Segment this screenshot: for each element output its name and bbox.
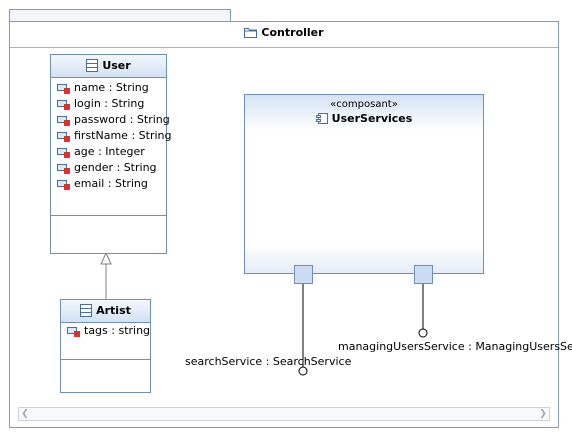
class-icon [86,58,99,80]
component-stereotype: «composant» [330,99,398,110]
managing-service-port[interactable] [414,265,433,284]
attribute-icon [57,131,70,147]
attribute-icon [57,115,70,131]
user-operations-separator [51,215,166,216]
user-class[interactable]: User name : String login : String passwo… [50,54,171,254]
attribute-icon [57,179,70,195]
artist-attribute-list: tags : string [61,323,150,339]
component-name: UserServices [331,112,413,125]
user-attribute[interactable]: email : String [51,176,166,192]
attribute-icon [57,147,70,163]
horizontal-scrollbar[interactable]: ❮ ❯ [18,407,550,421]
user-attribute[interactable]: name : String [51,80,166,96]
user-attribute[interactable]: age : Integer [51,144,166,160]
artist-class-header: Artist [61,300,150,323]
component-icon [315,113,328,127]
user-attribute[interactable]: password : String [51,112,170,131]
folder-icon [244,27,258,41]
component-title: UserServices [245,112,483,127]
userservices-component[interactable]: «composant» UserServices [244,94,484,274]
frame-tab [9,9,231,22]
artist-class-name: Artist [96,304,131,317]
attribute-icon [67,326,80,342]
generalization-arrowhead-icon [100,251,112,265]
scroll-right-icon[interactable]: ❯ [539,409,547,419]
user-class-name: User [102,59,131,72]
managing-service-interface-icon [418,328,428,338]
artist-class[interactable]: Artist tags : string [60,299,151,393]
search-service-interface-icon [298,366,308,376]
search-service-port[interactable] [294,265,313,284]
managing-service-label: managingUsersService : ManagingUsersServ [338,340,572,353]
frame-separator [10,47,558,48]
user-attribute[interactable]: gender : String [51,160,166,176]
artist-attribute[interactable]: tags : string [61,323,150,339]
user-class-header: User [51,55,166,78]
search-service-label: searchService : SearchService [185,355,352,368]
artist-operations-separator [61,359,150,360]
user-attribute-list: name : String login : String password : … [51,78,171,192]
class-icon [80,303,93,325]
scroll-left-icon[interactable]: ❮ [21,409,29,419]
user-attribute[interactable]: firstName : String [51,128,171,147]
attribute-icon [57,99,70,115]
frame-title-text: Controller [261,26,324,39]
attribute-icon [57,83,70,99]
frame-title: Controller [10,26,558,41]
attribute-icon [57,163,70,179]
user-attribute[interactable]: login : String [51,96,166,112]
